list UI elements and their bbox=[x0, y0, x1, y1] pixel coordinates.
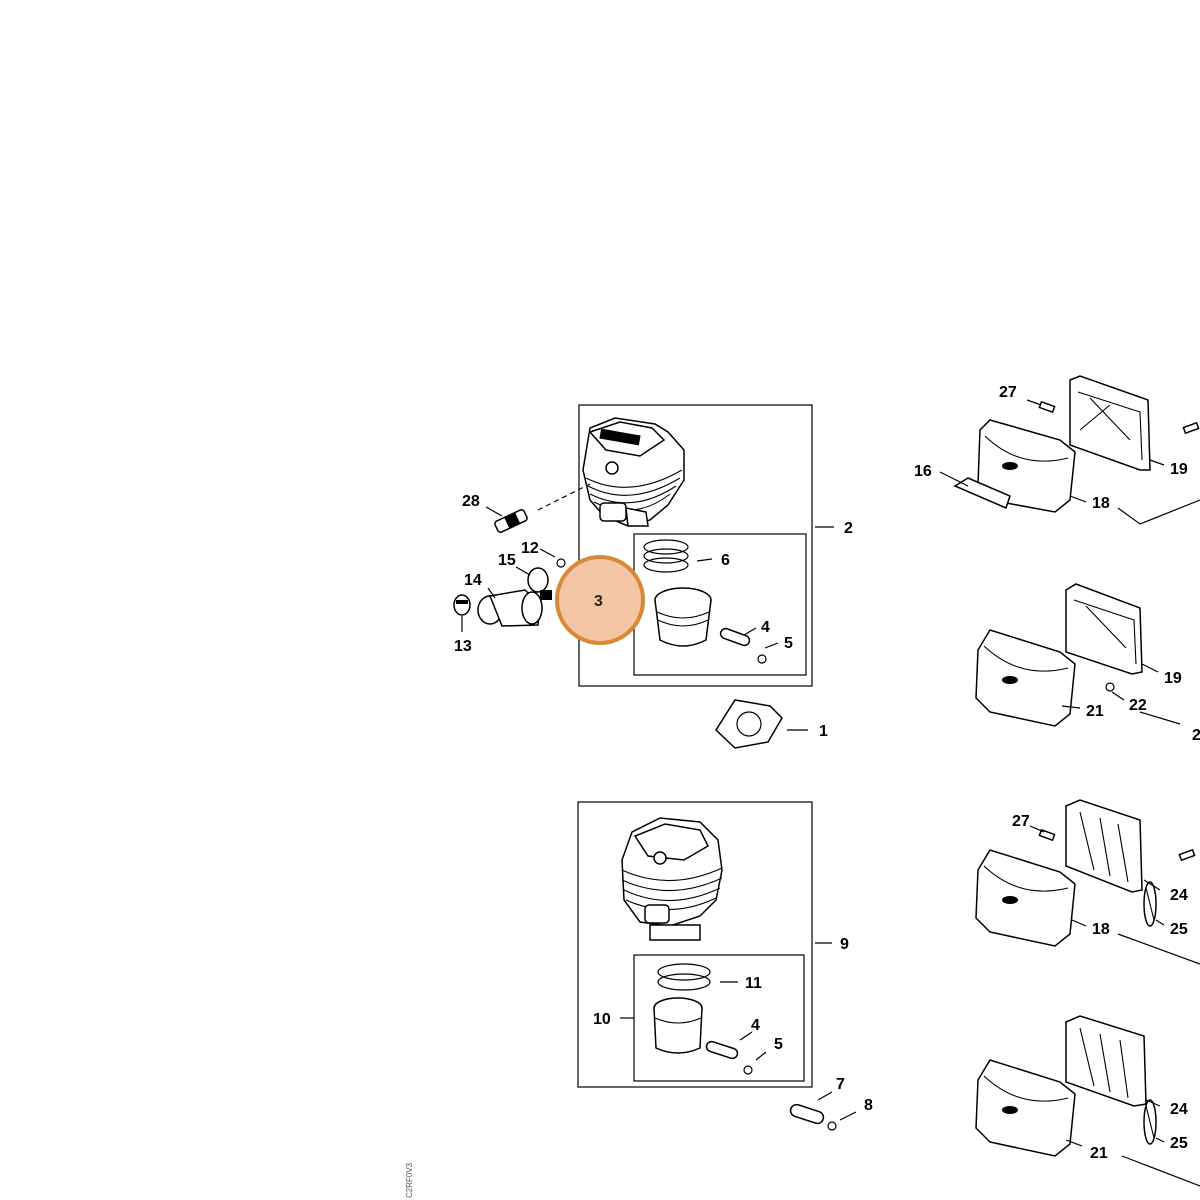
muffler-gasket-a[interactable] bbox=[953, 477, 1011, 510]
cylinder-kit-box-lower bbox=[577, 801, 813, 1088]
circlip-part-lower[interactable] bbox=[743, 1065, 753, 1075]
spark-plug-part[interactable] bbox=[494, 509, 528, 533]
muffler-shell-d[interactable] bbox=[975, 1059, 1076, 1157]
cylinder-part[interactable] bbox=[582, 417, 685, 527]
screw-27b-part[interactable] bbox=[1038, 828, 1056, 842]
callout-5[interactable]: 5 bbox=[784, 635, 793, 652]
screw-right-a[interactable] bbox=[1182, 421, 1200, 435]
callout-21[interactable]: 21 bbox=[1086, 703, 1104, 720]
piston-ring-part-lower[interactable] bbox=[657, 963, 711, 991]
circlip-part[interactable] bbox=[757, 654, 767, 664]
gasket-part[interactable] bbox=[715, 699, 783, 749]
screw-right-c[interactable] bbox=[1178, 848, 1196, 862]
cylinder-kit-box bbox=[578, 404, 813, 687]
callout-6[interactable]: 6 bbox=[721, 552, 730, 569]
callout-25[interactable]: 25 bbox=[1170, 921, 1188, 938]
piston-pin-part[interactable] bbox=[719, 627, 751, 647]
muffler-shell-a[interactable] bbox=[977, 419, 1076, 513]
callout-16[interactable]: 16 bbox=[914, 463, 932, 480]
callout-13[interactable]: 13 bbox=[454, 638, 472, 655]
screw-27a-part[interactable] bbox=[1038, 400, 1056, 414]
piston-pin-part-lower[interactable] bbox=[705, 1040, 739, 1060]
pin-7-part[interactable] bbox=[789, 1103, 825, 1125]
hose-clamp-part[interactable] bbox=[527, 567, 552, 600]
circlip-8-part[interactable] bbox=[827, 1121, 837, 1131]
piston-part[interactable] bbox=[654, 587, 712, 647]
callout-25-b[interactable]: 25 bbox=[1170, 1135, 1188, 1152]
callout-27[interactable]: 27 bbox=[999, 384, 1017, 401]
muffler-housing-d[interactable] bbox=[1065, 1015, 1147, 1107]
screen-25b-part[interactable] bbox=[1143, 1099, 1157, 1145]
decompression-valve-part[interactable] bbox=[453, 594, 471, 616]
callout-28[interactable]: 28 bbox=[462, 493, 480, 510]
callout-11[interactable]: 11 bbox=[745, 975, 762, 992]
screw-12-part[interactable] bbox=[556, 558, 566, 568]
callout-2[interactable]: 2 bbox=[844, 520, 853, 537]
callout-15[interactable]: 15 bbox=[498, 552, 516, 569]
callout-8[interactable]: 8 bbox=[864, 1097, 873, 1114]
highlight-circle bbox=[555, 555, 645, 645]
muffler-housing-c[interactable] bbox=[1065, 799, 1143, 893]
callout-4[interactable]: 4 bbox=[761, 619, 770, 636]
cylinder-part-lower[interactable] bbox=[621, 817, 723, 941]
callout-4-lower[interactable]: 4 bbox=[751, 1017, 760, 1034]
callout-14[interactable]: 14 bbox=[464, 572, 482, 589]
callout-5-lower[interactable]: 5 bbox=[774, 1036, 783, 1053]
piston-ring-part[interactable] bbox=[643, 539, 689, 573]
callout-1[interactable]: 1 bbox=[819, 723, 828, 740]
piston-part-lower[interactable] bbox=[653, 997, 703, 1054]
callout-27-b[interactable]: 27 bbox=[1012, 813, 1030, 830]
callout-7[interactable]: 7 bbox=[836, 1076, 845, 1093]
muffler-housing-b[interactable] bbox=[1065, 583, 1143, 675]
callout-22[interactable]: 22 bbox=[1129, 697, 1147, 714]
highlighted-callout[interactable] bbox=[555, 555, 645, 645]
nut-22-part[interactable] bbox=[1105, 682, 1115, 692]
screen-25a-part[interactable] bbox=[1143, 881, 1157, 927]
callout-21-b[interactable]: 21 bbox=[1090, 1145, 1108, 1162]
callout-12[interactable]: 12 bbox=[521, 540, 539, 557]
callout-24-b[interactable]: 24 bbox=[1170, 1101, 1188, 1118]
callout-2-right[interactable]: 2 bbox=[1192, 727, 1200, 744]
muffler-shell-c[interactable] bbox=[975, 849, 1076, 947]
muffler-shell-b[interactable] bbox=[975, 629, 1076, 727]
intake-manifold-part[interactable] bbox=[477, 589, 543, 627]
muffler-housing-a[interactable] bbox=[1069, 375, 1151, 471]
callout-24[interactable]: 24 bbox=[1170, 887, 1188, 904]
callout-9[interactable]: 9 bbox=[840, 936, 849, 953]
callout-18-b[interactable]: 18 bbox=[1092, 921, 1110, 938]
callout-19-b[interactable]: 19 bbox=[1164, 670, 1182, 687]
callout-18[interactable]: 18 bbox=[1092, 495, 1110, 512]
callout-3[interactable]: 3 bbox=[594, 593, 603, 610]
drawing-code: C2RF0V3 bbox=[405, 1162, 414, 1198]
callout-10[interactable]: 10 bbox=[593, 1011, 611, 1028]
callout-19[interactable]: 19 bbox=[1170, 461, 1188, 478]
